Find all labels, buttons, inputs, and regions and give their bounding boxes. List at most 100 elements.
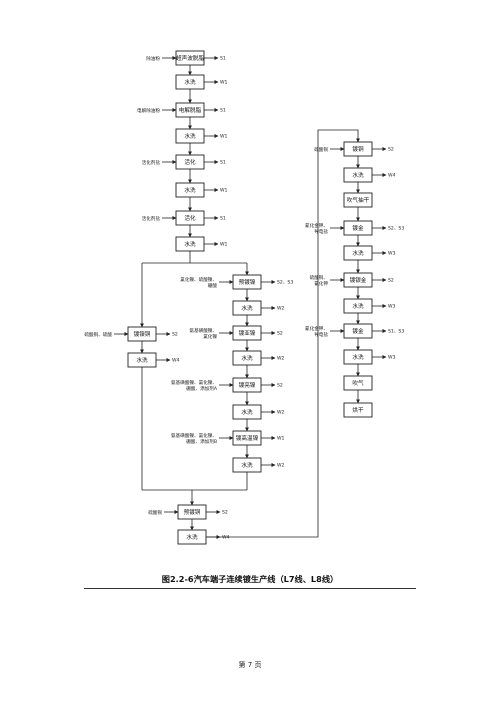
step-label: 吹气抽干 (347, 196, 370, 204)
step-frame (343, 298, 373, 314)
input-material-label: 除油粉 (146, 55, 160, 62)
step-frame (127, 352, 157, 368)
step-label: 水洗 (241, 304, 253, 312)
output-emission-label: S2 (388, 147, 394, 153)
step-label: 水洗 (184, 240, 196, 248)
page-number: 第 7 页 (238, 661, 262, 669)
input-material-label: 氨基磺酸镍、氯化镍、硼酸、添加剂B (171, 432, 217, 445)
process-step-box: 水洗 (343, 245, 373, 261)
process-step-box: 水洗 (343, 349, 373, 365)
process-step-box: 预镀镍 (232, 274, 262, 290)
output-emission-label: W4 (222, 535, 230, 541)
process-step-box: 水洗 (343, 298, 373, 314)
step-label: 镀高温镍 (236, 434, 259, 442)
process-step-box: 活化 (175, 154, 205, 170)
step-label: 水洗 (241, 461, 253, 469)
process-step-box: 超声波脱脂 (175, 50, 205, 66)
flow-connectors (114, 56, 387, 539)
output-emission-label: S2 (388, 278, 394, 284)
step-frame (343, 192, 373, 208)
output-emission-label: W1 (277, 436, 285, 442)
process-step-box: 水洗 (175, 74, 205, 90)
step-frame (343, 402, 373, 418)
step-label: 镀金 (352, 327, 364, 335)
output-emission-label: W1 (220, 188, 228, 194)
figure-caption: 图2.2-6汽车端子连续镀生产线（L7线、L8线） (161, 574, 339, 584)
output-emission-label: W2 (277, 356, 285, 362)
step-label: 活化 (184, 158, 196, 166)
process-step-box: 水洗 (343, 167, 373, 183)
output-emission-label: S2 (277, 331, 283, 337)
input-material-label: 氯化镍、硫酸镍、硼酸 (180, 276, 217, 289)
input-material-label: 氰化金钾、导电盐 (305, 222, 328, 235)
step-frame (127, 326, 157, 342)
input-material-label: 活化剂盐 (142, 215, 161, 222)
output-emission-label: W4 (172, 358, 180, 364)
step-frame (232, 300, 262, 316)
process-step-box: 预镀铜 (177, 504, 207, 520)
output-emission-label: S1 (220, 56, 226, 62)
step-label: 水洗 (241, 354, 253, 362)
output-emission-label: W2 (277, 463, 285, 469)
process-step-box: 水洗 (232, 457, 262, 473)
process-step-box: 镀亚镍 (232, 325, 262, 341)
step-frame (232, 404, 262, 420)
step-frame (175, 182, 205, 198)
process-step-box: 吹气抽干 (343, 192, 373, 208)
step-label: 镀铜 (352, 145, 364, 153)
input-material-label: 电解除油粉 (137, 107, 160, 114)
step-label: 镀银金 (350, 276, 367, 284)
step-frame (343, 167, 373, 183)
process-step-box: 水洗 (232, 300, 262, 316)
input-material-label: 氨基磺酸镍、氯化镍 (189, 327, 217, 340)
output-emission-label: W3 (388, 304, 396, 310)
step-frame (343, 272, 373, 288)
output-emission-label: W2 (277, 306, 285, 312)
step-frame (175, 154, 205, 170)
step-label: 镀亚镍 (239, 329, 256, 337)
step-frame (175, 50, 205, 66)
step-label: 烘干 (352, 406, 364, 414)
output-emission-label: W3 (388, 355, 396, 361)
process-step-box: 水洗 (232, 404, 262, 420)
step-label: 水洗 (352, 353, 364, 361)
input-material-label: 硫酸铜 (314, 146, 328, 153)
output-emission-label: S1、S3 (388, 329, 404, 335)
step-frame (232, 274, 262, 290)
step-label: 吹气 (352, 379, 364, 387)
step-label: 镀亮镍 (239, 381, 256, 389)
output-emission-label: W1 (220, 80, 228, 86)
step-label: 镀金 (352, 224, 364, 232)
output-emission-label: W4 (388, 173, 396, 179)
process-step-box: 水洗 (127, 352, 157, 368)
output-emission-label: S1 (220, 160, 226, 166)
output-emission-label: W2 (277, 410, 285, 416)
output-emission-label: W1 (220, 134, 228, 140)
process-step-box: 活化 (175, 210, 205, 226)
step-frame (343, 323, 373, 339)
step-frame (343, 141, 373, 157)
step-label: 水洗 (136, 356, 148, 364)
output-emission-label: W3 (388, 251, 396, 257)
output-emission-label: S2 (222, 510, 228, 516)
step-frame (343, 220, 373, 236)
step-label: 水洗 (352, 302, 364, 310)
step-frame (232, 350, 262, 366)
output-emission-label: S1 (220, 216, 226, 222)
input-material-label: 硫酸铜、硫酸 (84, 331, 112, 338)
output-emission-label: S2、S3 (388, 226, 404, 232)
caption-rule (84, 588, 416, 589)
process-step-box: 镀金 (343, 220, 373, 236)
process-step-box: 吹气 (343, 375, 373, 391)
step-label: 水洗 (186, 533, 198, 541)
step-frame (232, 325, 262, 341)
input-material-label: 活化剂盐 (142, 159, 161, 166)
output-emission-label: S2 (172, 332, 178, 338)
step-frame (232, 377, 262, 393)
step-frame (232, 457, 262, 473)
step-frame (343, 375, 373, 391)
input-material-label: 硫酸铜 (148, 509, 162, 516)
process-step-box: 镀金 (343, 323, 373, 339)
step-label: 镀镍铜 (134, 330, 151, 338)
step-label: 超声波脱脂 (176, 54, 204, 62)
